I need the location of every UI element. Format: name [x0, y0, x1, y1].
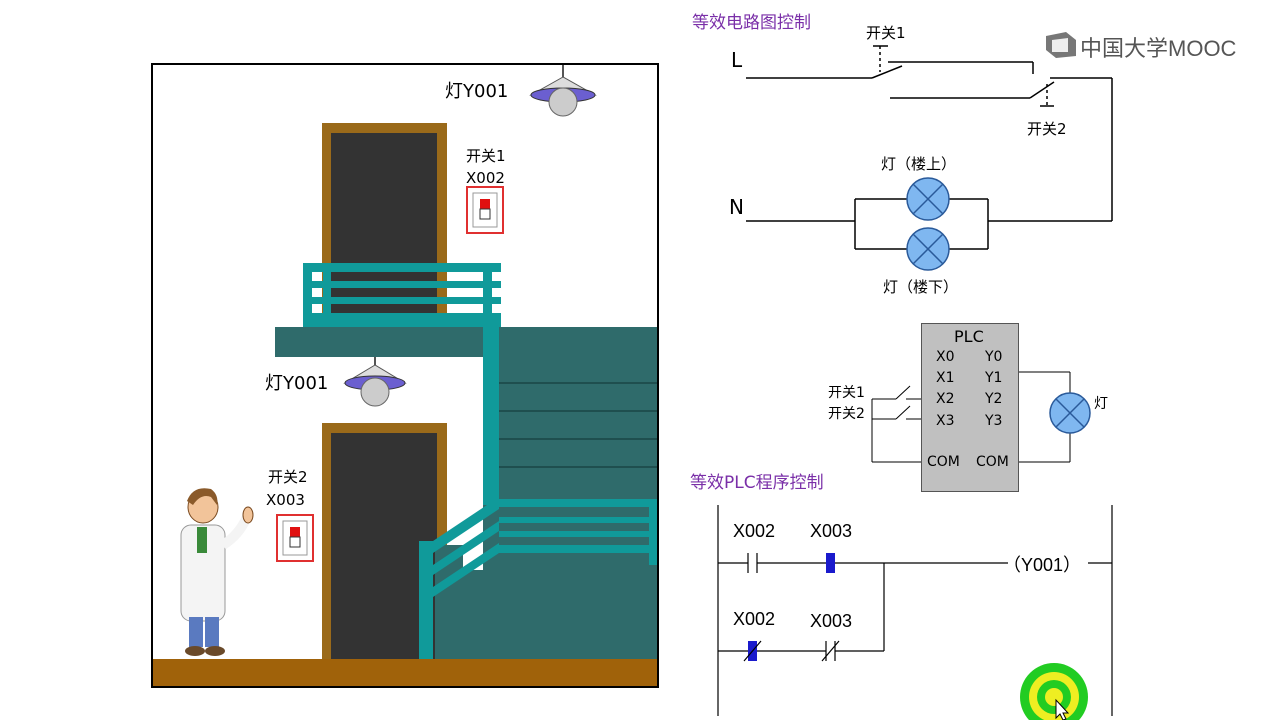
stair-scene [151, 63, 659, 688]
plc-output-y3: Y3 [985, 413, 1003, 429]
rung1-coil: （Y001） [1003, 555, 1082, 575]
plc-lamp-icon [1049, 392, 1091, 434]
plc-com-right: COM [976, 454, 1009, 470]
circuit-lamp-up-icon [906, 177, 950, 221]
plc-switch1-label: 开关1 [828, 385, 865, 401]
ground-floor [153, 659, 657, 686]
plc-input-x3: X3 [936, 413, 955, 429]
circuit-switch2-label: 开关2 [1027, 120, 1067, 138]
scene-drawing [153, 65, 657, 686]
scene-switch1[interactable] [465, 185, 503, 233]
plc-lamp-label: 灯 [1094, 396, 1108, 412]
program-title: 等效PLC程序控制 [690, 473, 824, 493]
plc-input-x1: X1 [936, 370, 955, 386]
x002-nc-contact-active [748, 641, 757, 661]
plc-input-x0: X0 [936, 349, 955, 365]
lamp-top-label: 灯Y001 [445, 81, 509, 102]
upper-landing [275, 327, 657, 357]
plc-title: PLC [954, 327, 984, 346]
scene-switch2[interactable] [275, 513, 313, 561]
plc-output-y1: Y1 [985, 370, 1003, 386]
plc-output-y0: Y0 [985, 349, 1003, 365]
rung1-contact2: X003 [810, 521, 853, 541]
scene-switch1-addr: X002 [466, 169, 505, 187]
plc-module: PLC X0 X1 X2 X3 Y0 Y1 Y2 Y3 COM COM [921, 323, 1019, 492]
plc-com-left: COM [927, 454, 960, 470]
plc-output-y2: Y2 [985, 391, 1003, 407]
scene-switch2-addr: X003 [266, 491, 305, 509]
lower-railing [419, 497, 657, 665]
rung2-contact1: X002 [733, 609, 776, 629]
logo-text: 中国大学MOOC [1080, 36, 1237, 61]
circuit-title: 等效电路图控制 [692, 13, 811, 33]
plc-switch2-label: 开关2 [828, 406, 865, 422]
lamp-upstairs-label: 灯（楼上） [881, 155, 957, 173]
circuit-switch1-label: 开关1 [866, 24, 906, 42]
professor-character-icon [180, 488, 254, 656]
upper-door [331, 133, 437, 321]
x003-nc-contact-active [826, 553, 835, 573]
mooc-logo-icon [1046, 32, 1076, 58]
circuit-lamp-down-icon [906, 227, 950, 271]
scene-switch1-label: 开关1 [466, 147, 506, 165]
lamp-mid-label: 灯Y001 [265, 373, 329, 394]
mooc-logo: 中国大学MOOC [1044, 30, 1244, 62]
plc-input-x2: X2 [936, 391, 955, 407]
rung1-contact1: X002 [733, 521, 776, 541]
line-N-label: N [729, 195, 744, 219]
lamp-top-icon [529, 65, 597, 117]
rung2-contact2: X003 [810, 611, 853, 631]
click-indicator-icon [1020, 663, 1088, 720]
lamp-downstairs-label: 灯（楼下） [883, 278, 959, 296]
line-L-label: L [731, 48, 743, 72]
scene-switch2-label: 开关2 [268, 468, 308, 486]
lamp-mid-icon [343, 357, 407, 407]
